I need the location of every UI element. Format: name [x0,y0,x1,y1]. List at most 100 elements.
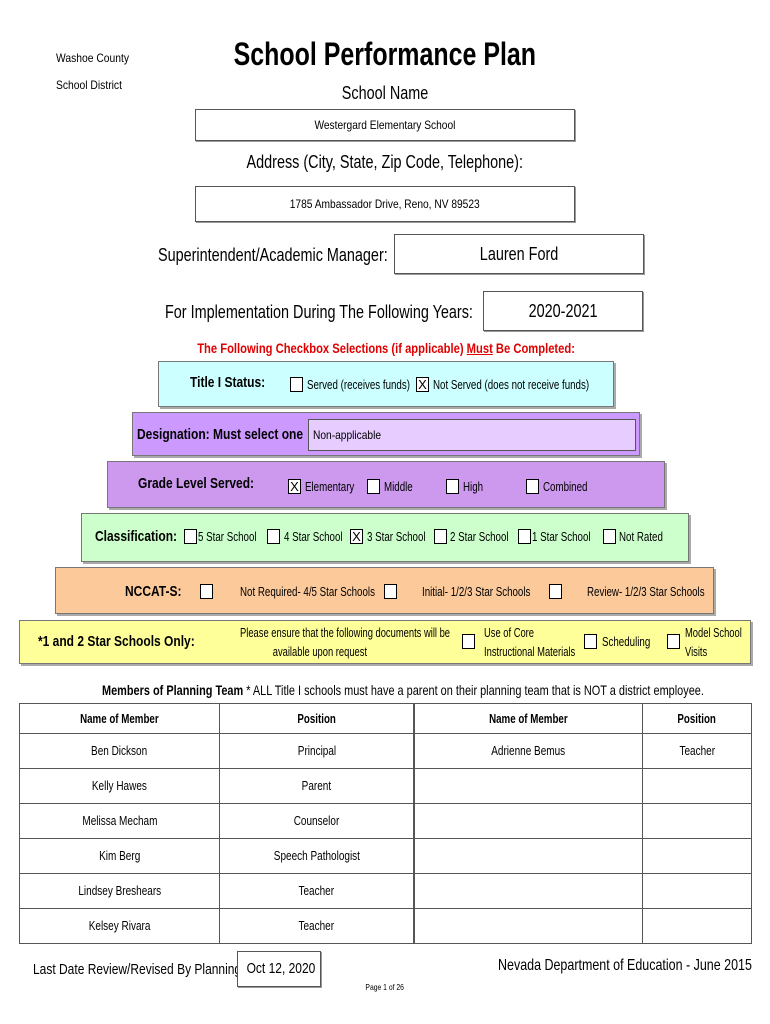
nccat-option-checkbox[interactable] [549,584,562,599]
member-position-cell[interactable]: Teacher [219,873,414,909]
page-number: Page 1 of 26 [365,983,405,992]
years-field[interactable]: 2020-2021 [483,291,643,331]
member-position-cell[interactable] [642,908,752,944]
classification-option-checkbox[interactable] [184,529,197,544]
member-name-cell[interactable] [414,908,643,944]
member-name: Kim Berg [98,849,141,863]
star12-label: *1 and 2 Star Schools Only: [38,633,195,650]
member-position-cell[interactable] [642,838,752,874]
table-row: Kelsey Rivara Teacher [19,908,414,944]
core-materials-checkbox[interactable] [462,634,475,649]
members-heading-text: Members of Planning Team * ALL Title I s… [102,682,704,698]
member-position: Teacher [298,919,335,933]
grade-option-label-wrap: Elementary [305,479,371,494]
star12-note-line-1: Please ensure that the following documen… [240,626,451,640]
member-position-cell[interactable]: Principal [219,733,414,769]
core-materials-label: Use of Core Instructional Materials [484,624,606,662]
classification-option-checkbox[interactable] [603,529,616,544]
member-name-cell[interactable]: Ben Dickson [19,733,220,769]
title1-not-served-checkbox[interactable]: X [416,377,429,392]
member-position: Principal [297,744,336,758]
scheduling-label: Scheduling [602,634,651,649]
classification-option-checkbox[interactable]: X [350,529,363,544]
member-name-cell[interactable]: Kelly Hawes [19,768,220,804]
review-label-wrap: Last Date Review/Revised By Planning Tea… [33,961,338,978]
member-position-cell[interactable]: Teacher [219,908,414,944]
title1-not-served-wrap: Not Served (does not receive funds) [433,377,641,392]
school-name-field[interactable]: Westergard Elementary School [195,109,575,141]
classification-option-mark: X [352,529,361,544]
member-name: Melissa Mecham [81,814,158,828]
nccat-option-label: Review- 1/2/3 Star Schools [587,584,705,599]
model-visits-label: Model School Visits [685,624,761,662]
title1-served-label: Served (receives funds) [307,377,410,392]
member-name-cell[interactable] [414,768,643,804]
classification-option-label-wrap: 4 Star School [284,529,362,544]
scheduling-checkbox[interactable] [584,634,597,649]
member-position-cell[interactable]: Counselor [219,803,414,839]
nccat-option-label-wrap: Initial- 1/2/3 Star Schools [422,584,567,599]
grade-option-label: Middle [384,479,413,494]
member-position-cell[interactable]: Teacher [642,733,752,769]
classification-option-label: 4 Star School [284,529,343,544]
page-number-wrap: Page 1 of 26 [355,983,415,992]
superintendent-value: Lauren Ford [479,244,559,264]
member-position-cell[interactable] [642,873,752,909]
col-header-position: Position [642,703,752,734]
page-title: School Performance Plan [233,36,537,72]
member-name-cell[interactable]: Lindsey Breshears [19,873,220,909]
grade-option-checkbox[interactable]: X [288,479,301,494]
school-name-label-wrap: School Name [285,83,485,104]
member-position-cell[interactable]: Speech Pathologist [219,838,414,874]
superintendent-label: Superintendent/Academic Manager: [158,245,388,265]
member-name-cell[interactable]: Melissa Mecham [19,803,220,839]
member-name-cell[interactable] [414,803,643,839]
member-name-cell[interactable]: Adrienne Bemus [414,733,643,769]
grade-option-checkbox[interactable] [446,479,459,494]
member-position-cell[interactable] [642,803,752,839]
designation-field[interactable]: Non-applicable [308,419,636,451]
title1-not-served-mark: X [418,377,427,392]
member-position-cell[interactable]: Parent [219,768,414,804]
classification-option-checkbox[interactable] [267,529,280,544]
member-position-cell[interactable] [642,768,752,804]
grade-option-checkbox[interactable] [367,479,380,494]
member-name-cell[interactable] [414,838,643,874]
classification-option-label-wrap: 1 Star School [532,529,610,544]
title1-not-served-label: Not Served (does not receive funds) [433,377,590,392]
title1-served-checkbox[interactable] [290,377,303,392]
superintendent-label-wrap: Superintendent/Academic Manager: [158,245,445,266]
classification-option-checkbox[interactable] [518,529,531,544]
member-name-cell[interactable] [414,873,643,909]
nccat-option-checkbox[interactable] [200,584,213,599]
members-heading-bold: Members of Planning Team [102,682,244,698]
address-field[interactable]: 1785 Ambassador Drive, Reno, NV 89523 [195,186,575,222]
star12-label-wrap: *1 and 2 Star Schools Only: [38,633,234,650]
member-position: Parent [301,779,332,793]
nccat-label: NCCAT-S: [125,583,182,600]
title1-label: Title I Status: [190,374,266,391]
superintendent-field[interactable]: Lauren Ford [394,234,644,274]
page-title-wrap: School Performance Plan [190,34,580,74]
nccat-option-checkbox[interactable] [384,584,397,599]
member-name-cell[interactable]: Kelsey Rivara [19,908,220,944]
col-header-position-text: Position [297,711,336,726]
scheduling-label-wrap: Scheduling [602,634,666,649]
classification-option-label-wrap: 5 Star School [198,529,276,544]
school-name-label: School Name [341,83,429,103]
school-name-value: Westergard Elementary School [314,118,456,132]
review-date-field[interactable]: Oct 12, 2020 [237,951,321,987]
years-label-wrap: For Implementation During The Following … [165,302,550,323]
table-row: Melissa Mecham Counselor [19,803,414,839]
core-materials-line-1: Use of Core [484,626,535,640]
grade-option-label: Combined [543,479,588,494]
model-visits-checkbox[interactable] [667,634,680,649]
district-name: Washoe County [56,51,141,66]
grade-option-checkbox[interactable] [526,479,539,494]
star12-band [19,620,751,664]
member-name: Kelly Hawes [91,779,148,793]
classification-option-checkbox[interactable] [434,529,447,544]
member-name-cell[interactable]: Kim Berg [19,838,220,874]
district-line-2-wrap: School District [56,78,133,93]
